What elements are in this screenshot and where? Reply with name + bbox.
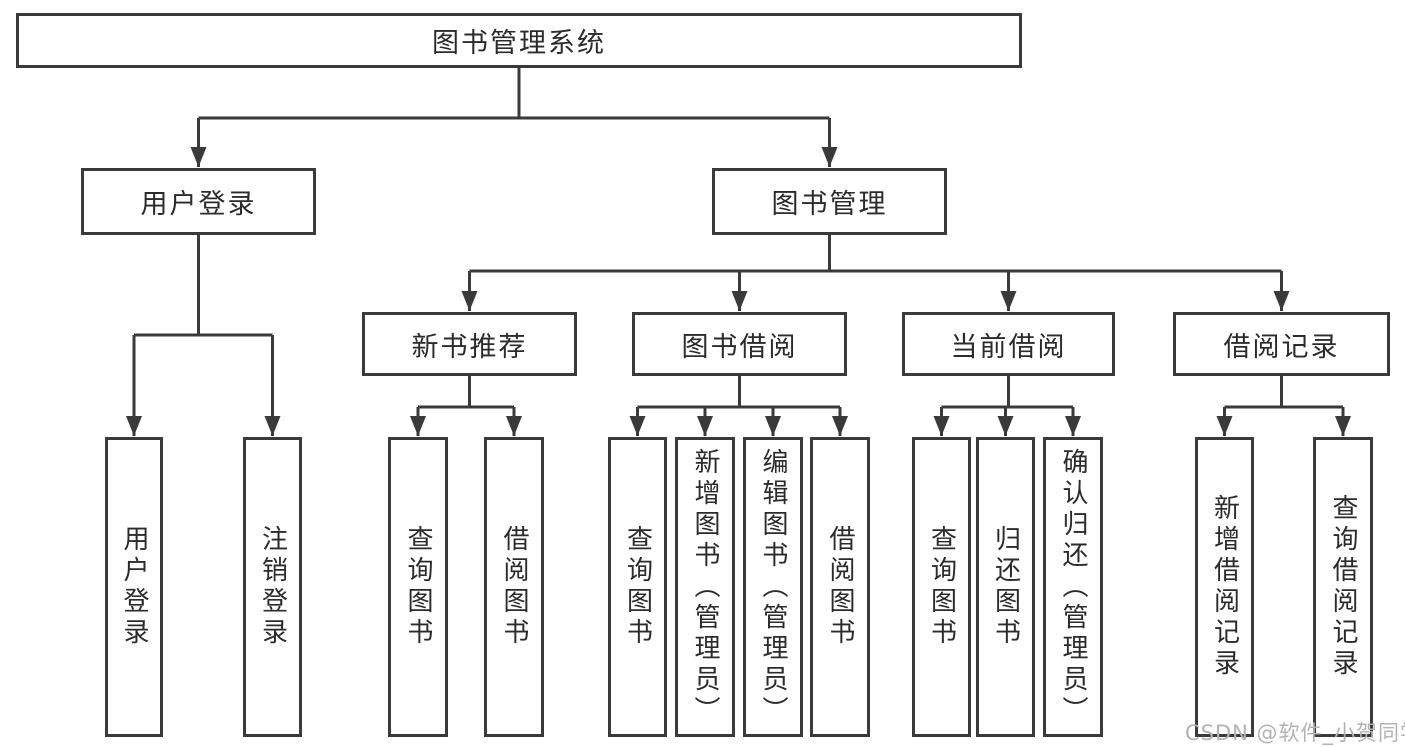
leaf-newbook-query-label: 查询图书 — [403, 525, 433, 649]
leaf-newbook-borrow: 借阅图书 — [484, 437, 544, 737]
leaf-newbook-borrow-label: 借阅图书 — [499, 525, 529, 649]
node-user-login-label: 用户登录 — [140, 189, 257, 220]
node-root: 图书管理系统 — [16, 13, 1022, 68]
node-book-mgmt-label: 图书管理 — [771, 189, 888, 220]
leaf-borrow-edit: 编辑图书（管理员） — [743, 437, 803, 737]
leaf-newbook-query: 查询图书 — [388, 437, 448, 737]
node-borrow-records: 借阅记录 — [1173, 312, 1390, 376]
leaf-record-query: 查询借阅记录 — [1313, 437, 1373, 737]
node-root-label: 图书管理系统 — [432, 28, 606, 59]
leaf-borrow-borrow: 借阅图书 — [810, 437, 870, 737]
csdn-watermark: CSDN @软件_小贺同学 — [1185, 721, 1405, 745]
node-user-login: 用户登录 — [81, 168, 316, 235]
node-book-mgmt: 图书管理 — [712, 168, 947, 235]
leaf-current-query: 查询图书 — [912, 437, 971, 737]
leaf-logout: 注销登录 — [243, 437, 302, 737]
leaf-record-query-label: 查询借阅记录 — [1328, 494, 1358, 680]
leaf-current-query-label: 查询图书 — [926, 525, 957, 649]
node-book-borrow: 图书借阅 — [632, 312, 847, 376]
leaf-user-login-label: 用户登录 — [119, 525, 149, 649]
leaf-record-add-label: 新增借阅记录 — [1209, 494, 1240, 680]
leaf-borrow-edit-label: 编辑图书（管理员） — [758, 447, 788, 727]
leaf-borrow-borrow-label: 借阅图书 — [825, 525, 855, 649]
node-borrow-records-label: 借阅记录 — [1223, 331, 1340, 363]
leaf-borrow-query-label: 查询图书 — [622, 525, 653, 649]
leaf-logout-label: 注销登录 — [257, 525, 288, 649]
node-current-borrow: 当前借阅 — [902, 312, 1115, 376]
leaf-current-confirm: 确认归还（管理员） — [1043, 437, 1103, 737]
leaf-borrow-add-label: 新增图书（管理员） — [690, 447, 720, 727]
leaf-current-return-label: 归还图书 — [990, 525, 1021, 649]
leaf-current-confirm-label: 确认归还（管理员） — [1058, 447, 1088, 727]
leaf-record-add: 新增借阅记录 — [1195, 437, 1254, 737]
leaf-user-login: 用户登录 — [105, 437, 163, 737]
leaf-current-return: 归还图书 — [976, 437, 1035, 737]
leaf-borrow-add: 新增图书（管理员） — [675, 437, 735, 737]
node-current-borrow-label: 当前借阅 — [950, 331, 1067, 363]
node-book-borrow-label: 图书借阅 — [681, 331, 798, 363]
leaf-borrow-query: 查询图书 — [608, 437, 667, 737]
node-new-book-rec-label: 新书推荐 — [411, 331, 528, 363]
node-new-book-rec: 新书推荐 — [362, 312, 577, 376]
